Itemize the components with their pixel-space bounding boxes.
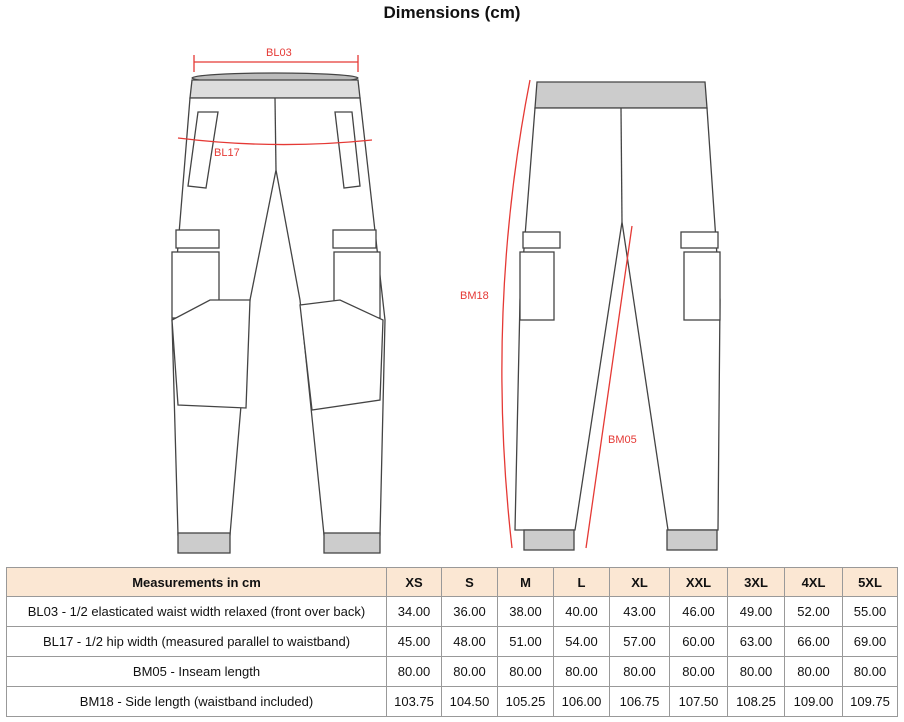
measurement-value: 69.00 xyxy=(842,626,898,657)
table-row: BL17 - 1/2 hip width (measured parallel … xyxy=(6,626,898,657)
column-header: Measurements in cm xyxy=(6,567,387,597)
pants-diagram: BL03 BL17 BM18 BM05 xyxy=(171,47,721,554)
measurement-value: 54.00 xyxy=(553,626,610,657)
measurement-value: 109.75 xyxy=(842,686,898,717)
column-header: L xyxy=(553,567,610,597)
measurement-value: 107.50 xyxy=(669,686,728,717)
measurement-value: 80.00 xyxy=(784,656,843,687)
measurement-value: 60.00 xyxy=(669,626,728,657)
measurement-value: 63.00 xyxy=(727,626,785,657)
measurement-value: 104.50 xyxy=(441,686,498,717)
back-pants-drawing xyxy=(514,81,721,551)
column-header: M xyxy=(497,567,554,597)
column-header: 3XL xyxy=(727,567,785,597)
column-header: S xyxy=(441,567,498,597)
measurement-value: 80.00 xyxy=(609,656,670,687)
measurement-value: 48.00 xyxy=(441,626,498,657)
measurement-value: 80.00 xyxy=(441,656,498,687)
measurement-name: BM05 - Inseam length xyxy=(6,656,387,687)
measurement-value: 108.25 xyxy=(727,686,785,717)
measurement-name: BL03 - 1/2 elasticated waist width relax… xyxy=(6,596,387,627)
column-header: 5XL xyxy=(842,567,898,597)
measurement-value: 38.00 xyxy=(497,596,554,627)
label-bl03: BL03 xyxy=(266,47,292,59)
measurement-lines xyxy=(177,55,633,549)
measurement-value: 80.00 xyxy=(553,656,610,687)
column-header: XL xyxy=(609,567,670,597)
measurement-value: 36.00 xyxy=(441,596,498,627)
measurement-value: 45.00 xyxy=(386,626,442,657)
measurement-value: 80.00 xyxy=(842,656,898,687)
measurement-value: 57.00 xyxy=(609,626,670,657)
column-header: 4XL xyxy=(784,567,843,597)
measurement-value: 34.00 xyxy=(386,596,442,627)
measurement-value: 80.00 xyxy=(386,656,442,687)
measurement-value: 106.00 xyxy=(553,686,610,717)
measurement-value: 80.00 xyxy=(669,656,728,687)
measurement-value: 46.00 xyxy=(669,596,728,627)
measurement-value: 40.00 xyxy=(553,596,610,627)
measurement-value: 49.00 xyxy=(727,596,785,627)
measurement-name: BL17 - 1/2 hip width (measured parallel … xyxy=(6,626,387,657)
measurement-value: 109.00 xyxy=(784,686,843,717)
measurement-value: 52.00 xyxy=(784,596,843,627)
measurement-value: 106.75 xyxy=(609,686,670,717)
front-pants-drawing xyxy=(171,72,386,554)
column-header: XXL xyxy=(669,567,728,597)
measurement-value: 80.00 xyxy=(727,656,785,687)
measurement-value: 66.00 xyxy=(784,626,843,657)
measurement-name: BM18 - Side length (waistband included) xyxy=(6,686,387,717)
measurement-value: 103.75 xyxy=(386,686,442,717)
label-bm18: BM18 xyxy=(460,290,489,302)
table-row: BM18 - Side length (waistband included)1… xyxy=(6,686,898,717)
measurement-value: 43.00 xyxy=(609,596,670,627)
measurement-value: 51.00 xyxy=(497,626,554,657)
label-bl17: BL17 xyxy=(214,147,240,159)
measurement-value: 105.25 xyxy=(497,686,554,717)
label-bm05: BM05 xyxy=(608,434,637,446)
measurement-value: 80.00 xyxy=(497,656,554,687)
page-title: Dimensions (cm) xyxy=(383,3,521,22)
column-header: XS xyxy=(386,567,442,597)
measurement-value: 55.00 xyxy=(842,596,898,627)
table-row: BL03 - 1/2 elasticated waist width relax… xyxy=(6,596,898,627)
